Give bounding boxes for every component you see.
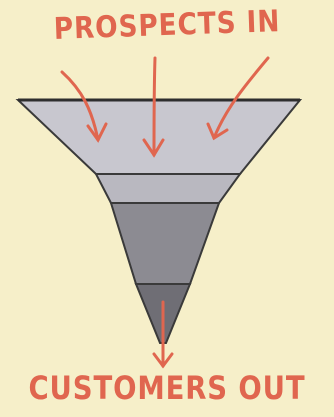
funnel-lower-section — [111, 203, 219, 284]
middle-down-arrow-icon — [154, 58, 155, 155]
customers-out-label: CUSTOMERS OUT — [23, 369, 310, 407]
funnel-second-section — [96, 174, 240, 203]
funnel-top-section — [18, 100, 300, 174]
